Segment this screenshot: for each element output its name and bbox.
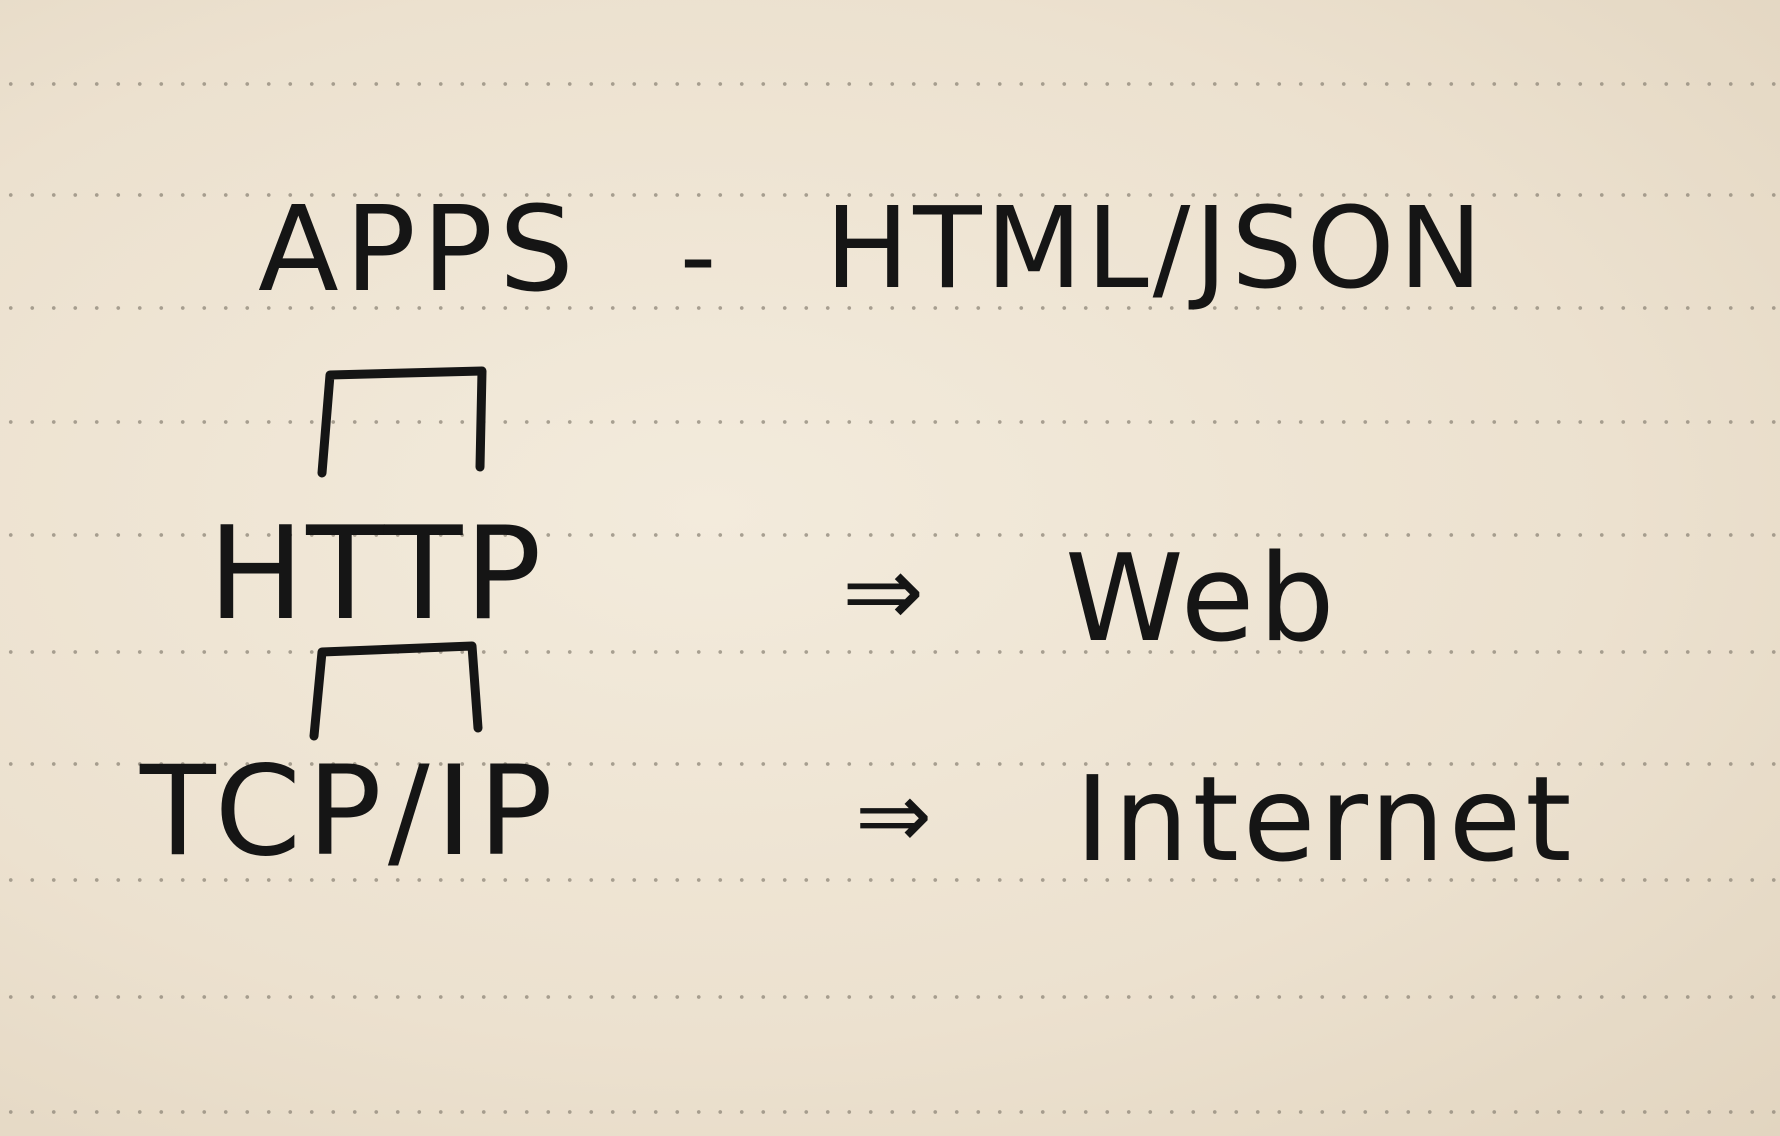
arrow-icon: ⇒: [842, 535, 925, 649]
tcpip-layer-label: TCP/IP: [140, 740, 559, 884]
tcpip-layer-description: Internet: [1075, 750, 1576, 888]
apps-layer-description: HTML/JSON: [825, 184, 1487, 314]
ruled-line: [0, 420, 1780, 424]
ruled-line: [0, 1110, 1780, 1114]
ruled-line: [0, 533, 1780, 537]
ruled-line: [0, 193, 1780, 197]
ruled-line: [0, 306, 1780, 310]
ruled-line: [0, 878, 1780, 882]
apps-layer-label: APPS: [258, 180, 580, 318]
ruled-line: [0, 650, 1780, 654]
ruled-line: [0, 82, 1780, 86]
http-layer-label: HTTP: [208, 500, 544, 649]
apps-separator: -: [680, 198, 717, 315]
http-layer-description: Web: [1065, 530, 1339, 669]
layer-connector-bracket: [317, 366, 487, 478]
ruled-line: [0, 762, 1780, 766]
arrow-icon: ⇒: [855, 762, 933, 869]
layer-connector-bracket: [309, 641, 483, 741]
ruled-line: [0, 995, 1780, 999]
